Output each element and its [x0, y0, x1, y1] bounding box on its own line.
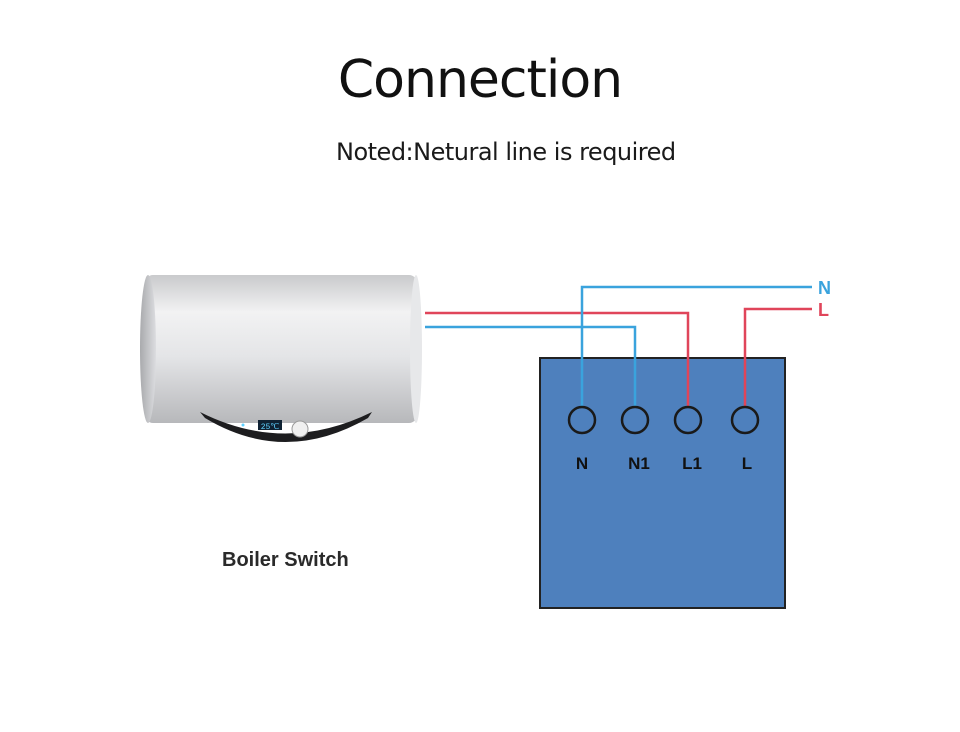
indicator-light [241, 423, 245, 427]
live-line-label: L [818, 300, 829, 320]
terminal-n [567, 405, 597, 435]
terminal-n1 [620, 405, 650, 435]
control-panel [200, 412, 372, 442]
neutral-wire-to-n1 [425, 325, 637, 425]
display-screen [258, 420, 282, 430]
live-supply-wire [743, 307, 812, 425]
boiler-switch-label: Boiler Switch [222, 549, 349, 571]
terminal-label-n: N [576, 454, 588, 473]
switch-box [539, 357, 786, 609]
terminal-label-n1: N1 [628, 454, 650, 473]
terminal-screw-icon [567, 405, 760, 435]
note-text: Noted:Netural line is required [336, 138, 676, 166]
neutral-line-label: N [818, 278, 831, 298]
terminal-label-l: L [742, 454, 752, 473]
neutral-supply-wire [580, 285, 812, 425]
terminal-l [730, 405, 760, 435]
display-readout: 25℃ [261, 423, 280, 432]
live-wire-to-l1 [425, 311, 690, 425]
terminal-label-l1: L1 [682, 454, 702, 473]
page-title: Connection [337, 50, 623, 110]
water-heater-icon: 25℃ [140, 275, 422, 442]
control-knob [291, 420, 309, 438]
terminal-l1 [673, 405, 703, 435]
